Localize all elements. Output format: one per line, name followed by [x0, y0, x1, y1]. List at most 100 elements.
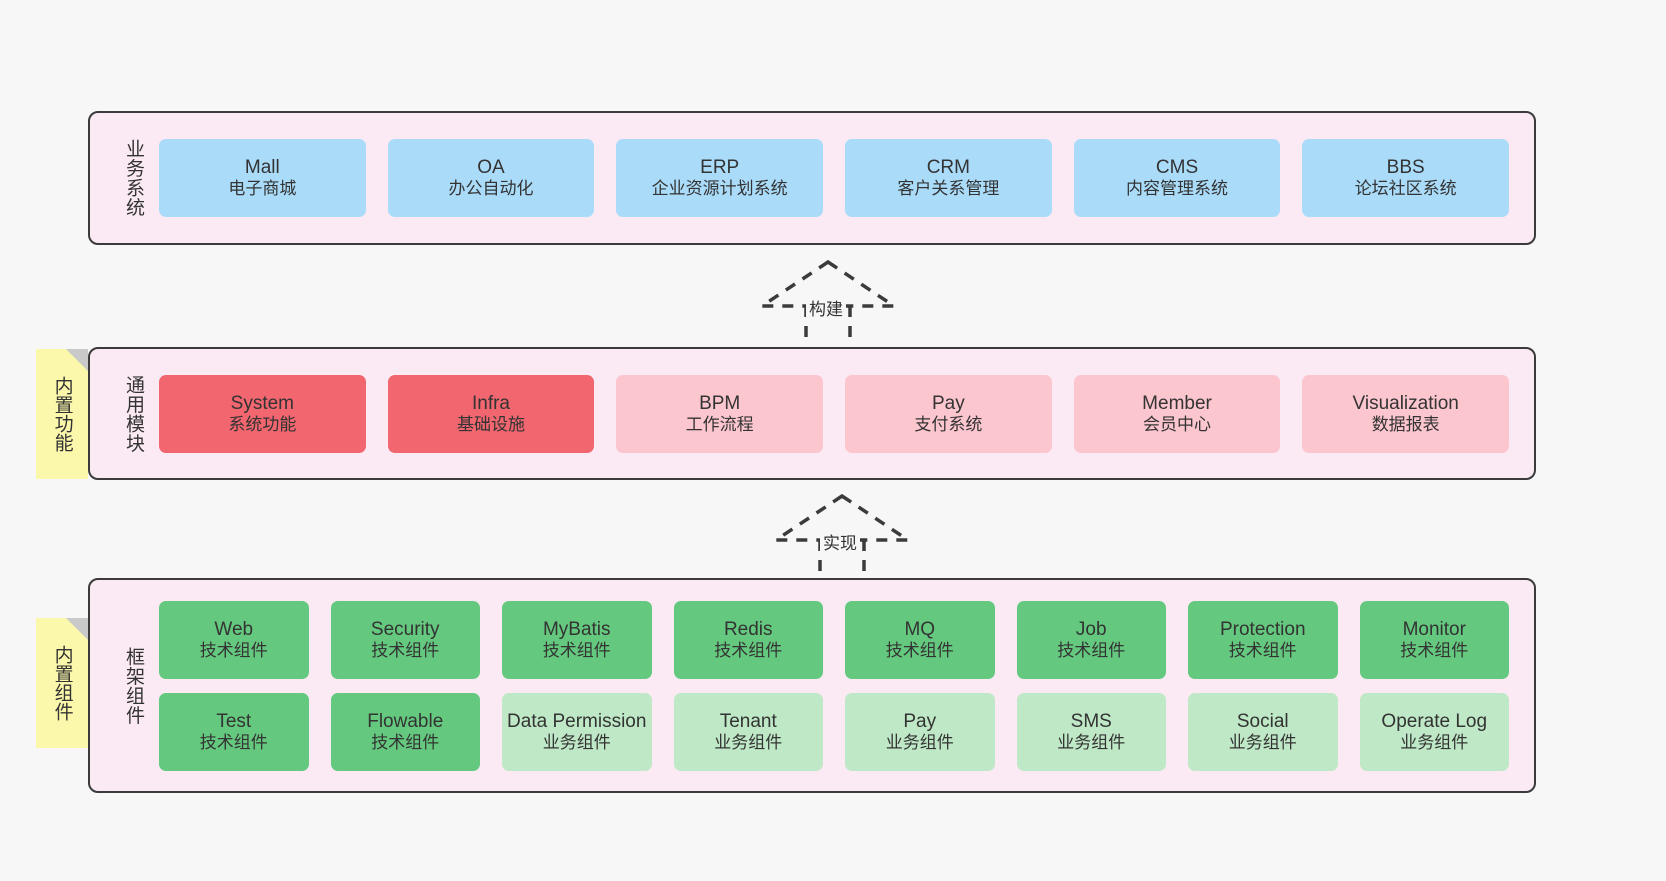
card-title: Infra	[471, 392, 511, 414]
card-redis[interactable]: Redis 技术组件	[673, 600, 823, 679]
card-title: Protection	[1219, 618, 1306, 640]
card-title: MQ	[904, 618, 936, 640]
card-title: Monitor	[1402, 618, 1466, 640]
card-title: Pay	[931, 392, 965, 414]
card-flowable[interactable]: Flowable 技术组件	[330, 692, 480, 771]
card-crm[interactable]: CRM 客户关系管理	[845, 139, 1052, 217]
card-bbs[interactable]: BBS 论坛社区系统	[1302, 139, 1510, 217]
card-title: Tenant	[719, 710, 777, 732]
connector-build: 构建	[756, 258, 900, 346]
card-tenant[interactable]: Tenant 业务组件	[673, 692, 823, 771]
card-title: Job	[1075, 618, 1107, 640]
card-monitor[interactable]: Monitor 技术组件	[1359, 600, 1509, 679]
card-subtitle: 技术组件	[199, 732, 268, 752]
card-subtitle: 技术组件	[1057, 640, 1126, 660]
card-title: Social	[1236, 710, 1289, 732]
card-pay-component[interactable]: Pay 业务组件	[845, 692, 995, 771]
card-title: Member	[1142, 392, 1212, 414]
card-title: MyBatis	[542, 618, 611, 640]
card-test[interactable]: Test 技术组件	[159, 692, 309, 771]
card-protection[interactable]: Protection 技术组件	[1188, 600, 1338, 679]
card-subtitle: 论坛社区系统	[1354, 179, 1457, 199]
card-subtitle: 业务组件	[1228, 732, 1297, 752]
card-pay-module[interactable]: Pay 支付系统	[845, 374, 1052, 453]
card-data-permission[interactable]: Data Permission 业务组件	[502, 692, 652, 771]
common-modules-card-list: System 系统功能 Infra 基础设施 BPM 工作流程 Pay 支付系统…	[144, 349, 1534, 478]
card-oa[interactable]: OA 办公自动化	[387, 139, 595, 217]
card-mq[interactable]: MQ 技术组件	[845, 600, 995, 679]
card-subtitle: 技术组件	[1400, 640, 1469, 660]
layer-label-common-modules: 通用模块	[123, 374, 144, 453]
card-bpm[interactable]: BPM 工作流程	[616, 374, 824, 453]
card-subtitle: 会员中心	[1143, 414, 1212, 434]
card-subtitle: 业务组件	[542, 732, 611, 752]
card-title: SMS	[1070, 710, 1112, 732]
card-title: Security	[370, 618, 440, 640]
card-subtitle: 技术组件	[371, 640, 440, 660]
layer-label-business-systems: 业务系统	[123, 139, 144, 217]
business-systems-card-list: Mall 电子商城 OA 办公自动化 ERP 企业资源计划系统 CRM 客户关系…	[144, 113, 1534, 243]
card-subtitle: 办公自动化	[448, 179, 534, 199]
layer-label-framework-components: 框架组件	[123, 646, 144, 725]
card-subtitle: 电子商城	[228, 179, 297, 199]
card-subtitle: 业务组件	[885, 732, 954, 752]
card-subtitle: 客户关系管理	[897, 179, 1000, 199]
card-title: Operate Log	[1381, 710, 1488, 732]
card-visualization[interactable]: Visualization 数据报表	[1302, 374, 1510, 453]
card-title: CRM	[926, 157, 970, 179]
card-title: Redis	[723, 618, 773, 640]
layer-common-modules: 通用模块 System 系统功能 Infra 基础设施 BPM 工作流程 Pay…	[88, 347, 1536, 480]
card-subtitle: 技术组件	[1228, 640, 1297, 660]
card-subtitle: 业务组件	[1400, 732, 1469, 752]
card-subtitle: 企业资源计划系统	[651, 179, 788, 199]
card-title: Pay	[903, 710, 937, 732]
card-subtitle: 技术组件	[199, 640, 268, 660]
card-title: OA	[477, 157, 505, 179]
card-subtitle: 技术组件	[885, 640, 954, 660]
layer-business-systems: 业务系统 Mall 电子商城 OA 办公自动化 ERP 企业资源计划系统 CRM…	[88, 111, 1536, 245]
card-mybatis[interactable]: MyBatis 技术组件	[502, 600, 652, 679]
card-security[interactable]: Security 技术组件	[330, 600, 480, 679]
card-member[interactable]: Member 会员中心	[1073, 374, 1281, 453]
note-fold-icon	[66, 349, 88, 371]
card-title: BBS	[1386, 157, 1425, 179]
sticky-note-label: 内置组件	[51, 645, 73, 721]
connector-implement-wrap: 实现	[770, 492, 914, 580]
card-title: Visualization	[1352, 392, 1459, 414]
connector-build-label: 构建	[806, 295, 846, 320]
card-system[interactable]: System 系统功能	[159, 374, 366, 453]
card-erp[interactable]: ERP 企业资源计划系统	[616, 139, 824, 217]
framework-row-business: Test 技术组件 Flowable 技术组件 Data Permission …	[148, 692, 1520, 771]
card-mall[interactable]: Mall 电子商城	[159, 139, 366, 217]
card-title: Test	[216, 710, 252, 732]
card-web[interactable]: Web 技术组件	[159, 600, 309, 679]
connector-implement-label: 实现	[820, 529, 860, 554]
note-fold-icon	[66, 618, 88, 640]
card-subtitle: 基础设施	[457, 414, 525, 434]
card-title: Web	[214, 618, 254, 640]
card-subtitle: 数据报表	[1371, 414, 1440, 434]
card-subtitle: 系统功能	[228, 414, 297, 434]
card-subtitle: 工作流程	[685, 414, 754, 434]
framework-components-card-list: Web 技术组件 Security 技术组件 MyBatis 技术组件 Redi…	[144, 580, 1534, 791]
card-cms[interactable]: CMS 内容管理系统	[1073, 139, 1281, 217]
card-sms[interactable]: SMS 业务组件	[1016, 692, 1166, 771]
layer-framework-components: 框架组件 Web 技术组件 Security 技术组件 MyBatis 技术组件…	[88, 578, 1536, 793]
card-title: Data Permission	[507, 710, 647, 732]
card-operate-log[interactable]: Operate Log 业务组件	[1359, 692, 1509, 771]
card-job[interactable]: Job 技术组件	[1016, 600, 1166, 679]
card-title: CMS	[1155, 157, 1199, 179]
sticky-note-builtin-components: 内置组件	[36, 618, 88, 748]
card-subtitle: 内容管理系统	[1126, 179, 1229, 199]
card-social[interactable]: Social 业务组件	[1188, 692, 1338, 771]
sticky-note-builtin-features: 内置功能	[36, 349, 88, 479]
card-subtitle: 技术组件	[371, 732, 440, 752]
sticky-note-label: 内置功能	[51, 376, 73, 452]
card-subtitle: 技术组件	[542, 640, 611, 660]
card-subtitle: 支付系统	[914, 414, 983, 434]
card-subtitle: 业务组件	[1057, 732, 1126, 752]
card-subtitle: 业务组件	[714, 732, 783, 752]
card-title: Mall	[244, 157, 280, 179]
card-infra[interactable]: Infra 基础设施	[387, 374, 595, 453]
